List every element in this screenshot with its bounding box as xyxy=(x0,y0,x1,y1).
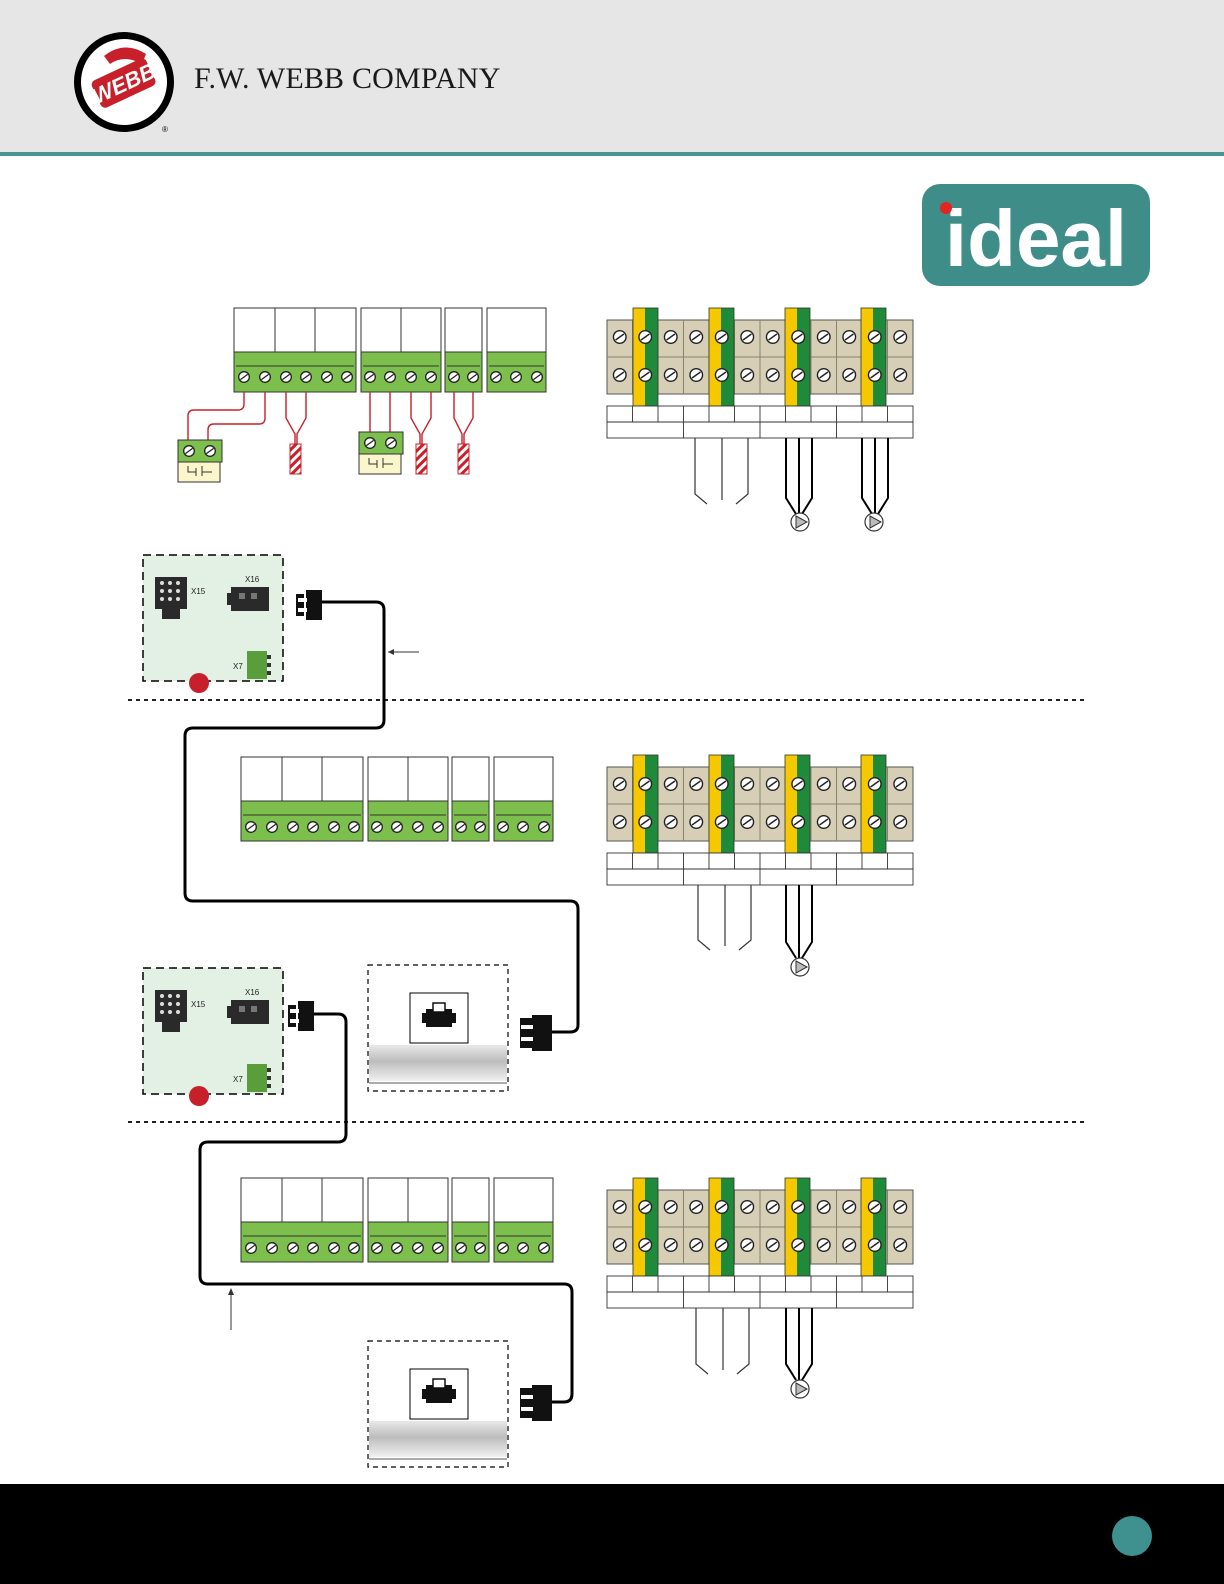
control-terminal-strip xyxy=(241,1178,553,1262)
pump-wires xyxy=(786,1308,812,1380)
bus-sensor-housing xyxy=(368,965,508,1091)
pump-icon xyxy=(791,1380,809,1398)
mains-terminal-block xyxy=(607,755,913,885)
pump-wires xyxy=(786,438,888,514)
mains-supply-wires xyxy=(696,1308,749,1374)
pump-icon xyxy=(791,958,809,976)
connector-plug xyxy=(288,1001,314,1031)
thermostat-contact xyxy=(359,432,403,474)
diagram-section-1 xyxy=(178,308,913,531)
boiler-control-board: X15 X16 X7 xyxy=(143,555,283,693)
mains-terminal-block xyxy=(607,1178,913,1308)
red-wiring xyxy=(188,392,473,444)
mains-terminal-block xyxy=(607,308,913,438)
footer-bar xyxy=(0,1484,1224,1584)
sensor-probe xyxy=(458,444,469,474)
mains-supply-wires xyxy=(695,438,748,504)
control-terminal-strip xyxy=(234,308,546,392)
connector-plug xyxy=(520,1015,552,1051)
x16-label: X16 xyxy=(245,988,260,997)
mains-supply-wires xyxy=(698,885,751,950)
boiler-control-board: X15 X16 X7 xyxy=(143,968,283,1106)
x15-label: X15 xyxy=(191,1000,206,1009)
pump-icon xyxy=(791,513,809,531)
pump-wires xyxy=(786,885,812,958)
thermostat-contact xyxy=(178,440,222,482)
connector-plug xyxy=(520,1385,552,1421)
sensor-probe xyxy=(290,444,301,474)
connector-plug xyxy=(296,590,322,620)
x16-label: X16 xyxy=(245,575,260,584)
x15-label: X15 xyxy=(191,587,206,596)
sensor-probe xyxy=(416,444,427,474)
bus-sensor-housing xyxy=(368,1341,508,1467)
control-terminal-strip xyxy=(241,757,553,841)
x7-label: X7 xyxy=(233,662,243,671)
pump-icon xyxy=(865,513,883,531)
x7-label: X7 xyxy=(233,1075,243,1084)
page-indicator-dot xyxy=(1112,1516,1152,1556)
diagram-section-3 xyxy=(241,1178,913,1398)
